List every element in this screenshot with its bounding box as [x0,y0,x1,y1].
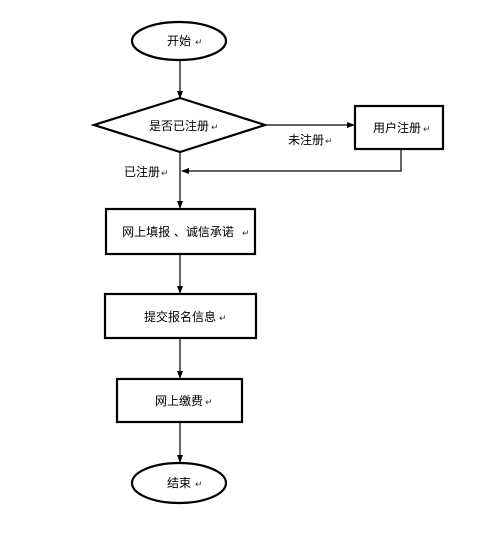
paragraph-mark: ↵ [195,38,203,48]
online-form-node: 网上填报 、诚信承诺 ↵ [104,207,257,256]
paragraph-mark: ↵ [211,123,219,133]
paragraph-mark: ↵ [242,229,250,239]
register-label: 用户注册 [373,120,421,135]
start-node: 开始 ↵ [130,20,228,62]
paragraph-mark: ↵ [161,169,169,179]
paragraph-mark: ↵ [195,480,203,490]
register-box [353,104,445,151]
payment-label: 网上缴费 [155,393,203,408]
payment-box [115,377,244,424]
register-node: 用户注册 ↵ [353,104,445,151]
line-register-return [181,149,402,174]
online-form-box [104,207,257,256]
payment-node: 网上缴费 ↵ [115,377,244,424]
submit-info-box [103,292,258,340]
end-ellipse [130,461,228,505]
decision-label: 是否已注册 [149,118,209,133]
decision-node: 是否已注册 ↵ [90,96,269,154]
decision-diamond [90,96,269,154]
submit-info-label: 提交报名信息 [144,309,216,324]
end-label: 结束 [167,476,191,490]
submit-info-node: 提交报名信息 ↵ [103,292,258,340]
edge-label-registered: 已注册 [124,164,160,179]
start-ellipse [130,20,228,62]
paragraph-mark: ↵ [205,398,213,408]
online-form-label: 网上填报 、诚信承诺 [122,224,234,239]
paragraph-mark: ↵ [423,125,431,135]
paragraph-mark: ↵ [219,314,227,324]
paragraph-mark: ↵ [325,137,333,147]
start-label: 开始 [167,34,191,48]
end-node: 结束 ↵ [130,461,228,505]
edge-label-not-registered: 未注册 [288,132,324,147]
